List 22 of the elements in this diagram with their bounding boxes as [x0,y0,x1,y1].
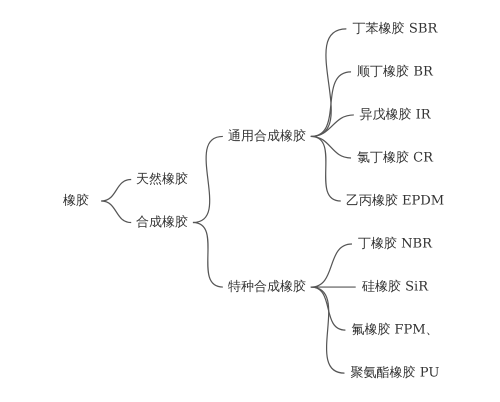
connector [310,243,352,288]
node-text: 硅橡胶 SiR [362,280,428,295]
connector [101,178,132,202]
node-text: 合成橡胶 [136,214,188,230]
node-text: 通用合成橡胶 [228,128,306,144]
connector [310,286,345,374]
node-text: 氟橡胶 FPM、 [351,322,439,338]
node-text: 丁苯橡胶 SBR [352,21,438,36]
connector [192,222,223,288]
node-text: 顺丁橡胶 BR [357,64,433,80]
node-text: 橡胶 [63,193,89,208]
connector [310,114,354,138]
node-text: 聚氨酯橡胶 PU [350,366,440,381]
connector [192,136,223,224]
node-text: 天然橡胶 [136,172,188,187]
connector [310,136,341,202]
node-text: 特种合成橡胶 [228,280,306,295]
node-text: 氯丁橡胶 CR [356,150,434,166]
connector [101,200,132,224]
node-text: 乙丙橡胶 EPDM [346,193,444,208]
node-text: 异戊橡胶 IR [359,107,431,122]
node-text: 丁橡胶 NBR [358,236,432,252]
